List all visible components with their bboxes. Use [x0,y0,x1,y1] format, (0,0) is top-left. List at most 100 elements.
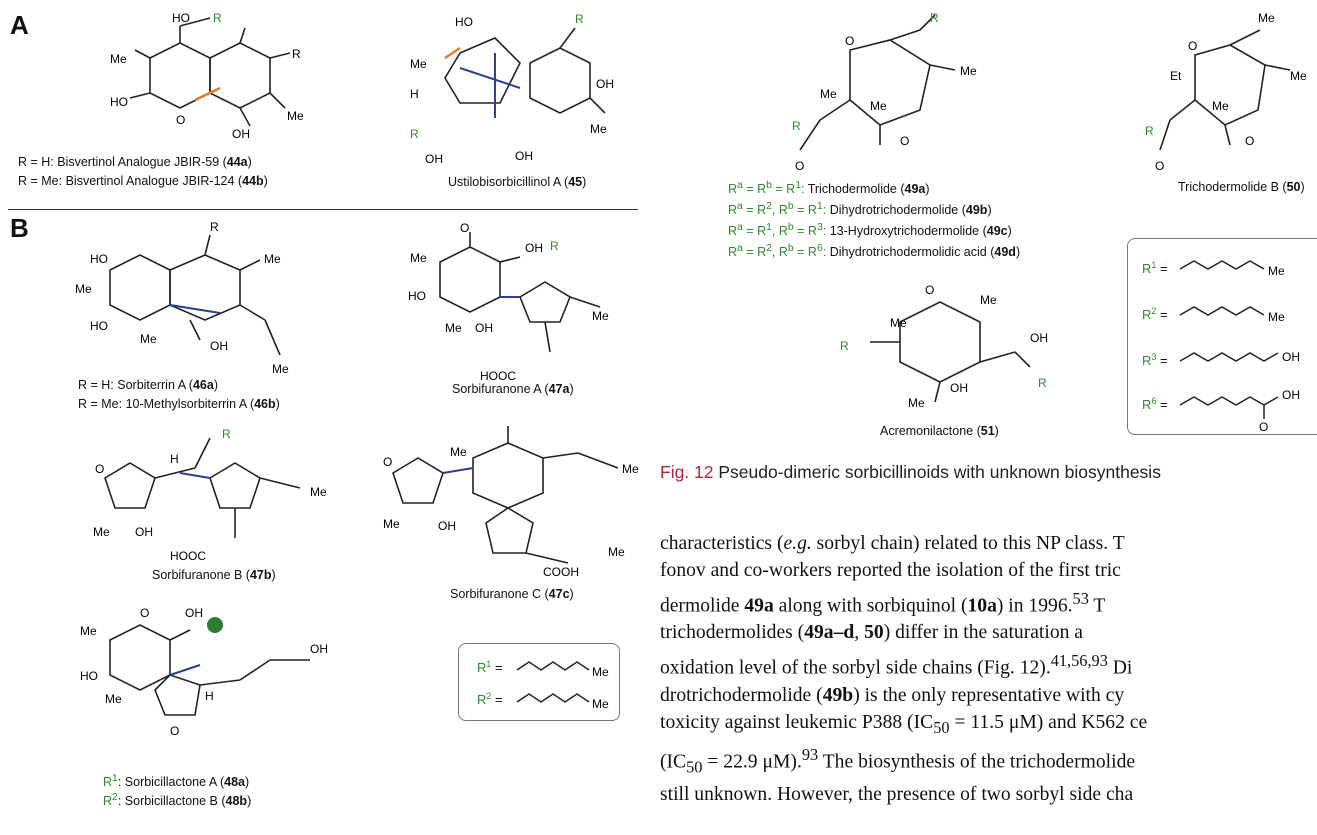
svg-text:HO: HO [90,252,108,266]
structure-46-drawing: R Me HO Me HO Me OH Me [75,220,289,375]
body-paragraph: characteristics (e.g. sorbyl chain) rela… [660,530,1317,808]
svg-text:R: R [840,339,849,353]
svg-text:O: O [1245,134,1254,148]
structure-49b-label: Ra = R2, Rb = R1: Dihydrotrichodermolide… [728,201,992,218]
structure-50-label: Trichodermolide B (50) [1178,180,1305,194]
svg-text:OH: OH [475,321,493,335]
svg-text:OH: OH [525,241,543,255]
structure-48b-label: R2: Sorbicillactone B (48b) [103,792,252,809]
svg-text:O: O [795,159,804,173]
structure-47c-drawing: O Me OH Me Me Me COOH [383,426,639,578]
svg-text:O: O [383,455,392,469]
svg-text:Me: Me [1268,310,1285,324]
paragraph-line-7: toxicity against leukemic P388 (IC50 = 1… [660,711,1148,737]
svg-text:Me: Me [890,316,907,330]
svg-text:R: R [792,119,801,133]
svg-text:OH: OH [1282,388,1300,402]
panel-label-a: A [10,10,29,40]
svg-text:R: R [1038,376,1047,390]
structure-45-drawing: HO Me H R R OH Me OH OH [410,12,614,166]
svg-text:OH: OH [1030,331,1048,345]
structure-46a-label: R = H: Sorbiterrin A (46a) [78,378,219,392]
svg-text:OH: OH [438,519,456,533]
svg-text:R1 =: R1 = [477,659,503,675]
structure-51-drawing: O Me R Me OH R Me OH [840,283,1048,410]
svg-text:HO: HO [80,669,98,683]
svg-text:OH: OH [1282,350,1300,364]
paragraph-line-8: (IC50 = 22.9 μM).93 The biosynthesis of … [660,745,1136,777]
panel-label-b: B [10,213,29,243]
svg-text:Et: Et [1170,69,1182,83]
svg-text:O: O [845,34,854,48]
svg-text:Me: Me [870,99,887,113]
structure-49a-label: Ra = Rb = R1: Trichodermolide (49a) [728,180,930,197]
svg-text:Me: Me [622,462,639,476]
svg-text:HO: HO [90,319,108,333]
svg-text:R: R [550,239,559,253]
svg-text:O: O [460,222,469,235]
structure-47c-label: Sorbifuranone C (47c) [450,587,574,601]
svg-text:R: R [410,127,419,141]
svg-text:Me: Me [75,282,92,296]
panel-divider [8,209,638,210]
svg-text:HOOC: HOOC [480,369,516,382]
structure-45-label: Ustilobisorbicillinol A (45) [448,175,587,189]
svg-text:OH: OH [310,642,328,656]
svg-text:R2 =: R2 = [1142,306,1168,322]
svg-text:R: R [930,11,939,25]
figure-caption: Fig. 12 Pseudo-dimeric sorbicillinoids w… [660,462,1161,482]
svg-text:H: H [410,87,419,101]
paragraph-line-1: characteristics (e.g. sorbyl chain) rela… [660,533,1125,554]
svg-text:Me: Me [1212,99,1229,113]
svg-text:Me: Me [445,321,462,335]
svg-text:R3 =: R3 = [1142,352,1168,368]
svg-text:Me: Me [908,396,925,410]
structure-49-drawing: R O Me Me Me O R O [792,11,977,173]
structure-46b-label: R = Me: 10-Methylsorbiterrin A (46b) [78,397,280,411]
side-chain-legend-b: R1 = Me R2 = Me [458,643,620,721]
svg-text:Me: Me [383,517,400,531]
svg-text:O: O [140,606,149,620]
svg-text:Me: Me [140,332,157,346]
svg-text:OH: OH [950,381,968,395]
svg-text:OH: OH [232,127,250,141]
svg-text:Me: Me [820,87,837,101]
svg-text:Me: Me [310,485,327,499]
svg-text:Me: Me [590,122,607,136]
structure-44-drawing: HO R Me HO R Me O OH [110,11,304,141]
svg-text:O: O [1259,420,1268,434]
svg-text:Me: Me [1258,11,1275,25]
svg-text:HO: HO [110,95,128,109]
svg-text:Me: Me [410,57,427,71]
svg-text:O: O [170,724,179,738]
structure-47a-drawing: O OH R Me HO Me OH Me HOOC [408,222,609,382]
svg-text:OH: OH [210,339,228,353]
structure-49c-label: Ra = R1, Rb = R3: 13-Hydroxytrichodermol… [728,222,1012,239]
svg-text:R: R [210,220,219,234]
paragraph-line-6: drotrichodermolide (49b) is the only rep… [660,684,1125,706]
svg-text:Me: Me [110,52,127,66]
svg-text:Me: Me [608,545,625,559]
structure-47b-drawing: O Me OH H R Me HOOC [93,427,327,563]
svg-text:Me: Me [1290,69,1307,83]
svg-text:Me: Me [592,309,609,323]
svg-text:Me: Me [80,624,97,638]
svg-text:COOH: COOH [543,565,579,578]
structure-48a-label: R1: Sorbicillactone A (48a) [103,773,250,790]
svg-text:Me: Me [272,362,289,375]
svg-text:R6 =: R6 = [1142,396,1168,412]
structure-51-label: Acremonilactone (51) [880,424,999,438]
svg-text:OH: OH [135,525,153,539]
structure-47b-label: Sorbifuranone B (47b) [152,568,276,582]
svg-text:Me: Me [980,293,997,307]
svg-text:HO: HO [172,11,190,25]
svg-text:O: O [1155,159,1164,173]
svg-text:OH: OH [515,149,533,163]
svg-text:HO: HO [455,15,473,29]
structure-44b-label: R = Me: Bisvertinol Analogue JBIR-124 (4… [18,174,268,188]
svg-text:H: H [170,452,179,466]
svg-text:OH: OH [425,152,443,166]
svg-text:Me: Me [960,64,977,78]
paragraph-line-3: dermolide 49a along with sorbiquinol (10… [660,588,1106,617]
structure-47a-label: Sorbifuranone A (47a) [452,382,574,396]
